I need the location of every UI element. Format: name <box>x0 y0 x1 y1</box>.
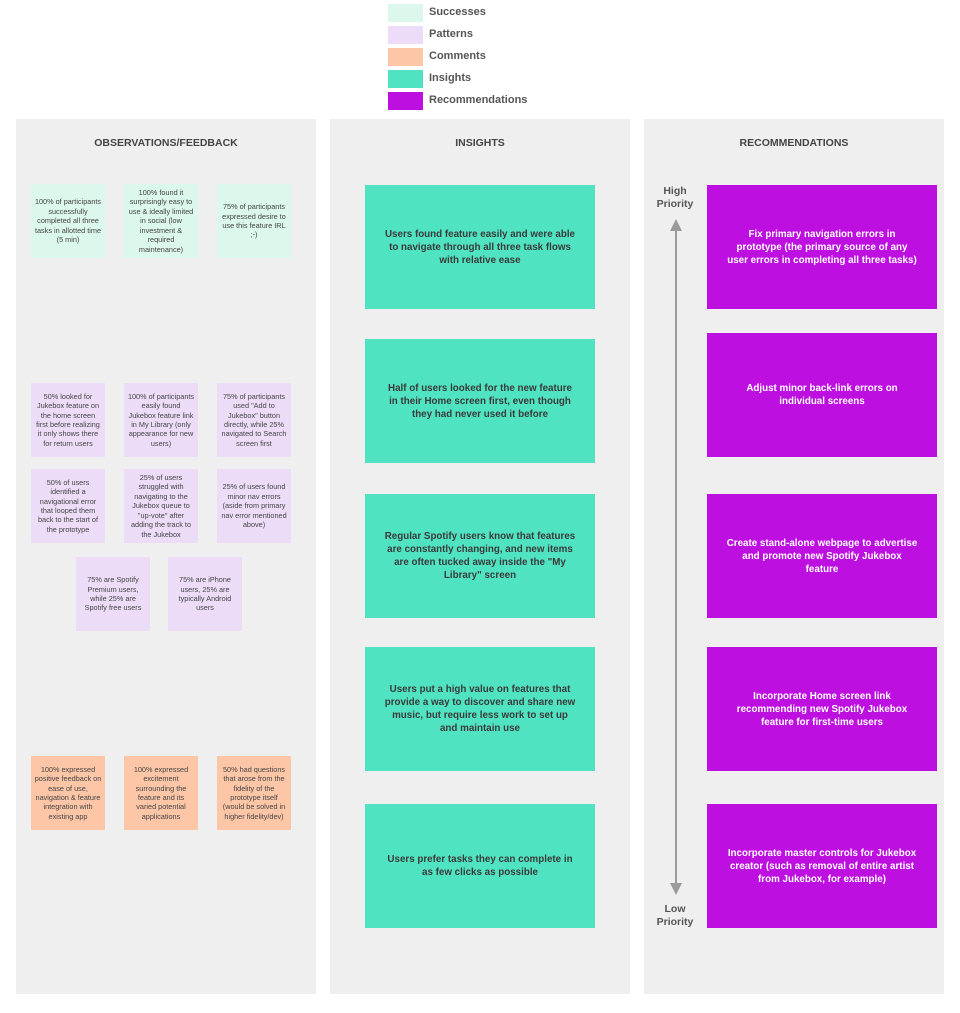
legend-label: Successes <box>429 6 486 18</box>
pattern-note: 25% of users found minor nav errors (asi… <box>217 469 291 543</box>
insight-note: Regular Spotify users know that features… <box>365 494 595 618</box>
success-note: 75% of participants expressed desire to … <box>217 184 291 258</box>
success-note: 100% found it surprisingly easy to use &… <box>124 184 198 258</box>
insight-note: Users prefer tasks they can complete in … <box>365 804 595 928</box>
legend-swatch-comments <box>388 48 423 66</box>
legend-label: Recommendations <box>429 94 528 106</box>
pattern-note: 50% of users identified a navigational e… <box>31 469 105 543</box>
legend-label: Patterns <box>429 28 474 40</box>
recommendation-note: Incorporate Home screen link recommendin… <box>707 647 937 771</box>
recommendation-note: Create stand-alone webpage to advertise … <box>707 494 937 618</box>
legend-label: Insights <box>429 72 472 84</box>
recommendation-note: Incorporate master controls for Jukebox … <box>707 804 937 928</box>
low-priority-label: Low Priority <box>656 903 694 928</box>
pattern-note: 75% are Spotify Premium users, while 25%… <box>76 557 150 631</box>
comment-note: 100% expressed excitement surrounding th… <box>124 756 198 830</box>
comment-note: 50% had questions that arose from the fi… <box>217 756 291 830</box>
insights-column: INSIGHTS Users found feature easily and … <box>330 119 630 994</box>
pattern-note: 75% are iPhone users, 25% are typically … <box>168 557 242 631</box>
insights-title: INSIGHTS <box>455 137 505 149</box>
insight-note: Users put a high value on features that … <box>365 647 595 771</box>
recommendation-note: Adjust minor back-link errors on individ… <box>707 333 937 457</box>
recommendation-note: Fix primary navigation errors in prototy… <box>707 185 937 309</box>
observations-title: OBSERVATIONS/FEEDBACK <box>94 137 238 149</box>
recommendations-column: RECOMMENDATIONS High Priority Low Priori… <box>644 119 944 994</box>
priority-arrow <box>670 219 682 895</box>
pattern-note: 25% of users struggled with navigating t… <box>124 469 198 543</box>
pattern-note: 75% of participants used "Add to Jukebox… <box>217 383 291 457</box>
insight-note: Half of users looked for the new feature… <box>365 339 595 463</box>
legend-swatch-insights <box>388 70 423 88</box>
legend-swatch-recommendations <box>388 92 423 110</box>
pattern-note: 100% of participants easily found Jukebo… <box>124 383 198 457</box>
pattern-note: 50% looked for Jukebox feature on the ho… <box>31 383 105 457</box>
legend-swatch-successes <box>388 4 423 22</box>
insight-note: Users found feature easily and were able… <box>365 185 595 309</box>
comment-note: 100% expressed positive feedback on ease… <box>31 756 105 830</box>
high-priority-label: High Priority <box>656 185 694 210</box>
observations-column: OBSERVATIONS/FEEDBACK 100% of participan… <box>16 119 316 994</box>
legend-swatch-patterns <box>388 26 423 44</box>
recommendations-title: RECOMMENDATIONS <box>739 137 849 149</box>
legend-label: Comments <box>429 50 486 62</box>
success-note: 100% of participants successfully comple… <box>31 184 105 258</box>
